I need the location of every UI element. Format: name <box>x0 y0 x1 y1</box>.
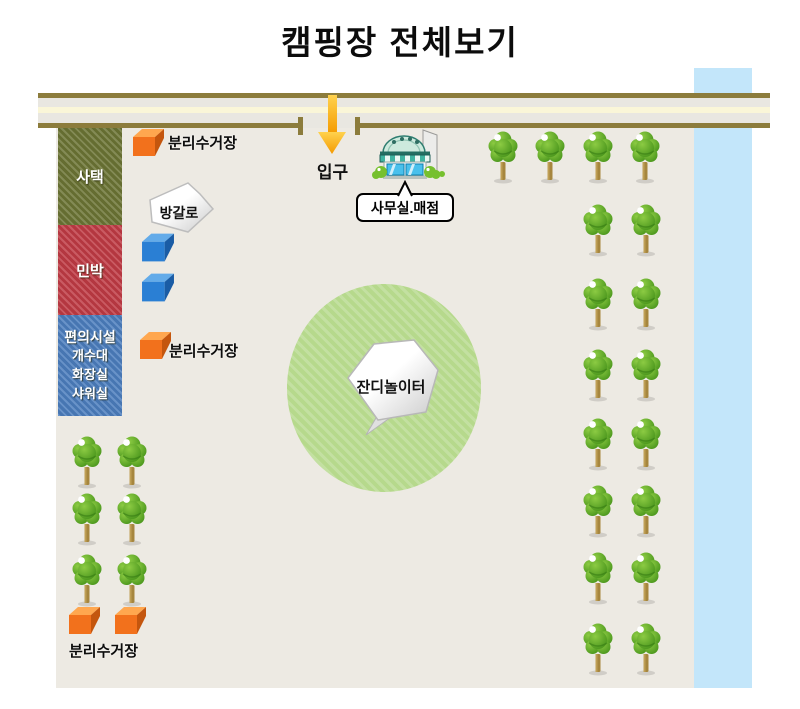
entrance-arrow-icon <box>318 95 346 154</box>
zone-facilities-item: 개수대 <box>72 348 108 364</box>
tree-icon <box>533 129 567 185</box>
entrance-gap-cap-left <box>298 117 303 135</box>
tree-icon <box>115 491 149 547</box>
office-store-building-icon <box>371 129 447 183</box>
tree-icon <box>629 202 663 258</box>
recycle-cube-icon <box>139 331 172 361</box>
page-title: 캠핑장 전체보기 <box>281 24 519 61</box>
office-store-label: 사무실.매점 <box>370 199 440 216</box>
road-centerline <box>38 107 770 113</box>
tree-icon <box>629 483 663 539</box>
office-store-callout: 사무실.매점 <box>356 193 454 222</box>
tree-icon <box>581 129 615 185</box>
tree-icon <box>581 416 615 472</box>
tree-icon <box>629 347 663 403</box>
tree-icon <box>581 483 615 539</box>
lawn-playground-sign <box>347 339 439 436</box>
zone-facilities-item: 샤워실 <box>72 386 108 402</box>
bungalow-sign <box>149 182 215 233</box>
tree-icon <box>581 621 615 677</box>
tree-icon <box>486 129 520 185</box>
tree-icon <box>115 434 149 490</box>
zone-facilities-label: 편의시설 <box>64 329 116 346</box>
tree-icon <box>629 621 663 677</box>
tree-icon <box>581 202 615 258</box>
tree-icon <box>581 550 615 606</box>
tree-icon <box>581 276 615 332</box>
tree-icon <box>115 552 149 608</box>
zone-staff-housing-label: 사택 <box>76 169 104 186</box>
recycle-area-label: 분리수거장 <box>168 135 238 152</box>
tree-icon <box>70 552 104 608</box>
entrance-gap-cap-right <box>355 117 360 135</box>
tree-icon <box>628 129 662 185</box>
road-border-top <box>38 93 770 98</box>
bungalow-cube-icon <box>141 272 175 304</box>
tree-icon <box>70 434 104 490</box>
zone-staff-housing: 사택 <box>58 128 122 225</box>
office-store-callout-tail <box>397 180 413 197</box>
lawn-playground-label: 잔디놀이터 <box>356 379 426 396</box>
zone-facilities: 편의시설 개수대 화장실 샤워실 <box>58 315 122 416</box>
tree-icon <box>629 276 663 332</box>
tree-icon <box>581 347 615 403</box>
road-border-bottom-left <box>38 123 301 128</box>
recycle-cube-icon <box>132 128 165 158</box>
recycle-cube-icon <box>68 606 101 636</box>
zone-facilities-item: 화장실 <box>72 367 108 383</box>
zone-guest-house-label: 민박 <box>76 262 104 280</box>
recycle-area-label: 분리수거장 <box>69 643 139 660</box>
zone-guest-house: 민박 <box>58 225 122 315</box>
tree-icon <box>629 416 663 472</box>
recycle-area-label: 분리수거장 <box>169 343 239 360</box>
road-border-bottom-right <box>357 123 770 128</box>
entrance-label: 입구 <box>316 163 349 182</box>
bungalow-sign-label: 방갈로 <box>159 205 199 221</box>
river-strip <box>694 68 752 688</box>
recycle-cube-icon <box>114 606 147 636</box>
tree-icon <box>70 491 104 547</box>
tree-icon <box>629 550 663 606</box>
